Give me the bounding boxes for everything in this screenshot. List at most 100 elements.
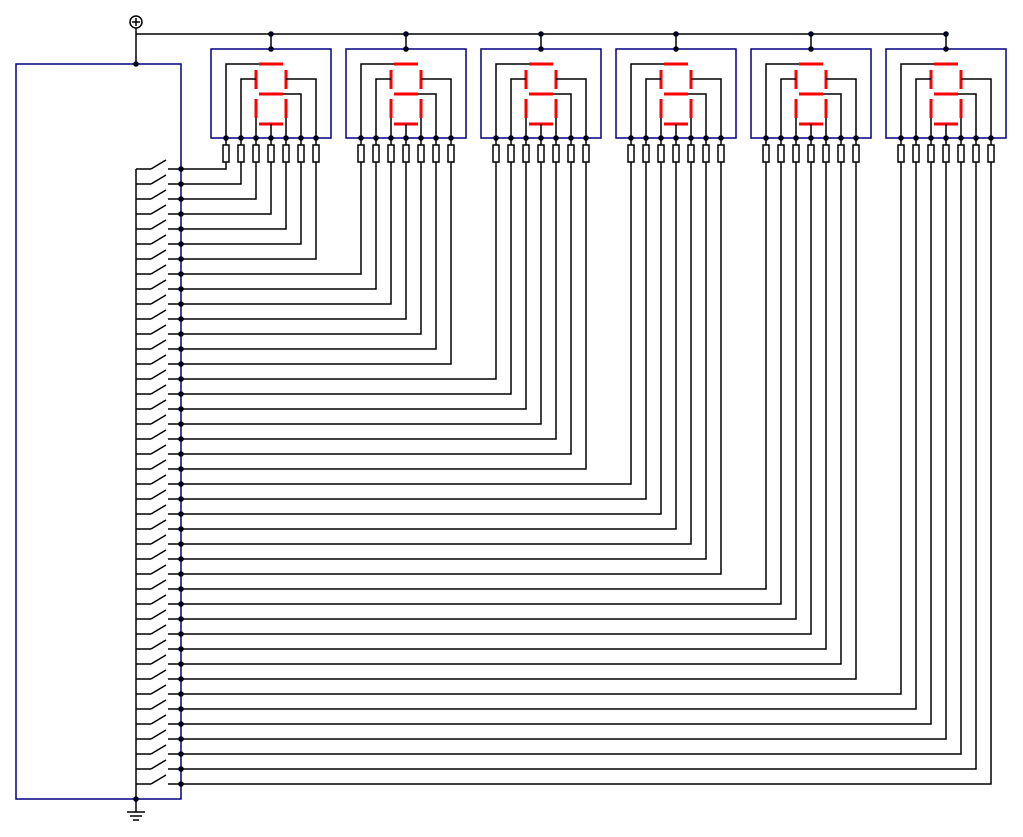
rail-junction [673,31,679,37]
switch-blade [150,519,167,530]
resistor [567,144,575,163]
pin-wire [421,78,452,138]
switch [136,519,181,530]
rail-junction [403,31,409,37]
pin-wire [900,63,934,138]
switch [136,174,181,185]
switch [136,579,181,590]
switch-blade [150,294,167,305]
switch-blade [150,474,167,485]
switch-blade [150,324,167,335]
resistor [252,144,260,163]
pin-wire [961,78,992,138]
switch-blade [150,249,167,260]
segment-wire [181,162,317,260]
switch-blade [150,174,167,185]
switch-blade [150,759,167,770]
switch [136,714,181,725]
switch [136,474,181,485]
resistor [507,144,515,163]
switch [136,669,181,680]
segment-wire [181,162,962,755]
switch [136,459,181,470]
switch [136,684,181,695]
resistor [807,144,815,163]
resistor [297,144,305,163]
rail-junction [268,31,274,37]
switch-blade [150,699,167,710]
pin-wire [688,93,707,138]
resistor [417,144,425,163]
pin-wire [765,63,799,138]
switch [136,339,181,350]
anode-junction [673,46,679,52]
resistor [402,144,410,163]
resistor [237,144,245,163]
pin-wire [630,63,664,138]
segment-wire [181,162,992,785]
resistor [372,144,380,163]
segment-wire [181,162,257,200]
switch-blade [150,729,167,740]
switch-blade [150,204,167,215]
anode-junction [268,46,274,52]
switch [136,759,181,770]
switch-blade [150,444,167,455]
pin-wire [286,78,317,138]
switch [136,324,181,335]
segment-wire [181,162,497,380]
switch-blade [150,504,167,515]
switch-blade [150,774,167,785]
switch [136,354,181,365]
switch [136,639,181,650]
switch [136,414,181,425]
pin-wire [915,78,931,138]
resistor [552,144,560,163]
segment-wire [181,162,362,275]
resistor [717,144,725,163]
switch-blade [150,414,167,425]
switch-blade [150,459,167,470]
ground-icon [127,799,145,821]
switch-blade [150,399,167,410]
switch-blade [150,219,167,230]
switch [136,549,181,560]
pin-wire [823,93,842,138]
pin-wire [360,63,394,138]
segment-wire [181,162,647,500]
resistor [582,144,590,163]
segment-wire [181,162,902,695]
segment-wire [181,162,932,725]
resistor [522,144,530,163]
segment-wire [181,162,947,740]
switch [136,279,181,290]
switch [136,699,181,710]
anode-junction [403,46,409,52]
switch-blade [150,714,167,725]
switch-blade [150,654,167,665]
resistor [267,144,275,163]
segment-wire [181,162,722,575]
switch-blade [150,309,167,320]
segment-wire [181,162,782,605]
switch [136,234,181,245]
segment-wire [181,162,812,635]
supply-junction [133,61,139,67]
segment-wire [181,162,662,515]
resistor [957,144,965,163]
resistor [492,144,500,163]
pin-wire [826,78,857,138]
switch-blade [150,684,167,695]
segment-wire [181,162,242,185]
switch [136,309,181,320]
pin-wire [283,93,302,138]
switch [136,429,181,440]
resistor [687,144,695,163]
segment-wire [181,162,407,320]
switch-blade [150,369,167,380]
switch-blade [150,354,167,365]
switch [136,744,181,755]
switch-blade [150,609,167,620]
resistor [222,144,230,163]
